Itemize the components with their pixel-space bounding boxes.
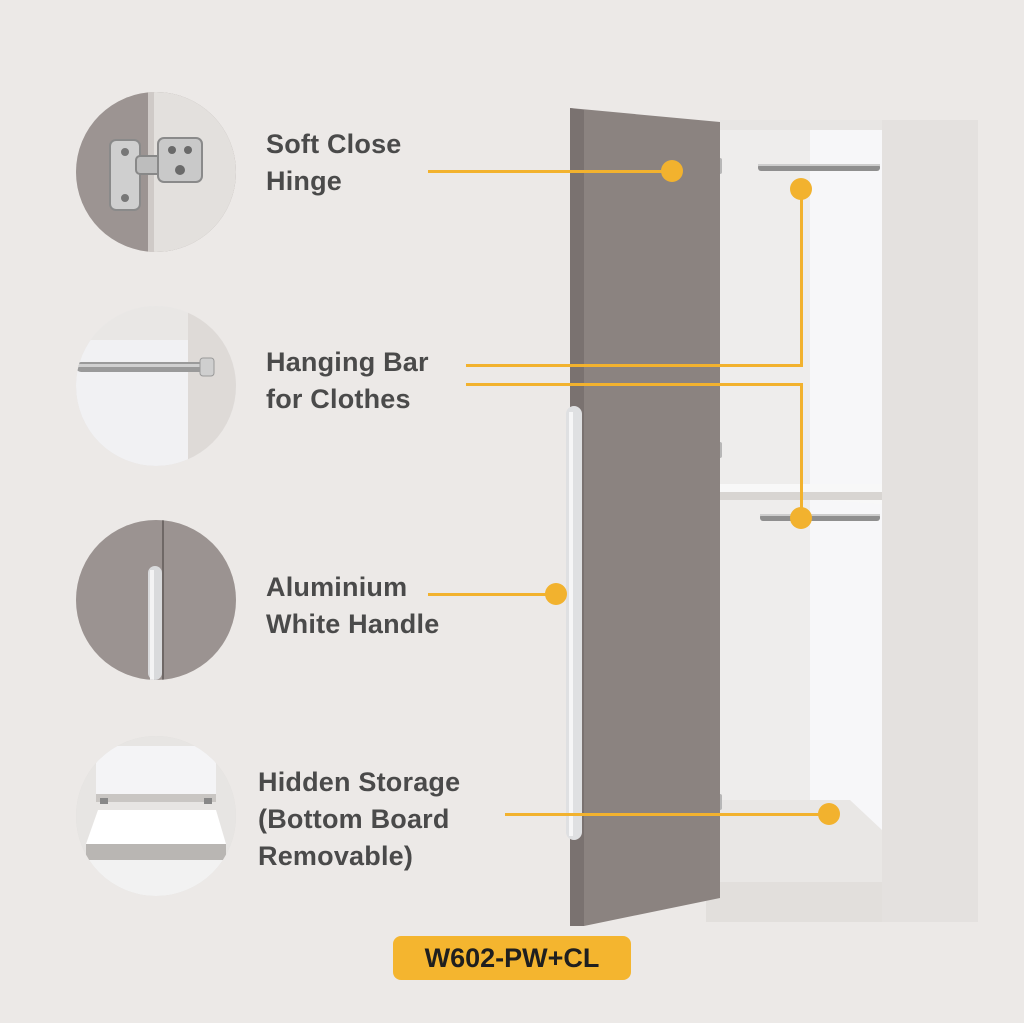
leader-line-hanging-bar-upper <box>466 364 802 367</box>
hidden-storage-icon <box>76 736 236 896</box>
feature-label-line: (Bottom Board <box>258 804 450 834</box>
feature-label-line: Soft Close <box>266 129 402 159</box>
feature-label-handle: Aluminium White Handle <box>266 569 439 643</box>
callout-dot-hidden-storage <box>818 803 840 825</box>
soft-close-hinge-icon <box>76 92 236 252</box>
feature-label-line: for Clothes <box>266 384 411 414</box>
callout-dot-hanging-bar-lower <box>790 507 812 529</box>
aluminium-handle-icon <box>76 520 236 680</box>
callout-dot-hinge <box>661 160 683 182</box>
feature-label-line: Hinge <box>266 166 343 196</box>
leader-line-hanging-bar-lower-vertical <box>800 383 803 519</box>
hanging-bar-icon <box>76 306 236 466</box>
feature-label-hinge: Soft Close Hinge <box>266 126 402 200</box>
leader-line-hinge <box>428 170 672 173</box>
leader-line-hanging-bar-upper-vertical <box>800 190 803 367</box>
feature-label-hidden-storage: Hidden Storage (Bottom Board Removable) <box>258 764 460 875</box>
feature-label-line: Hanging Bar <box>266 347 429 377</box>
leader-line-hanging-bar-lower <box>466 383 802 386</box>
leader-line-handle <box>428 593 556 596</box>
model-number-badge: W602-PW+CL <box>393 936 631 980</box>
callout-dot-hanging-bar-upper <box>790 178 812 200</box>
feature-label-line: White Handle <box>266 609 440 639</box>
leader-line-hidden-storage <box>505 813 830 816</box>
callout-dot-handle <box>545 583 567 605</box>
wardrobe-illustration <box>566 108 978 926</box>
feature-label-line: Aluminium <box>266 572 408 602</box>
feature-label-line: Hidden Storage <box>258 767 461 797</box>
feature-label-line: Removable) <box>258 841 414 871</box>
feature-label-hanging-bar: Hanging Bar for Clothes <box>266 344 429 418</box>
